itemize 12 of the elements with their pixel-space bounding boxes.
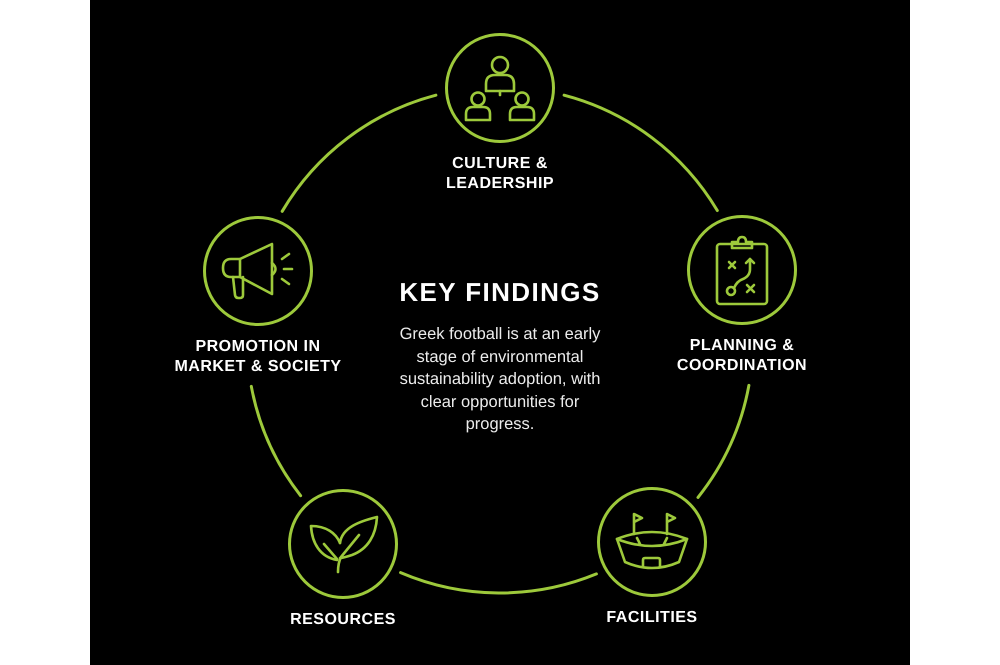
connector-arc <box>399 571 598 594</box>
connector-arc <box>250 384 302 498</box>
node-label: PROMOTION IN MARKET & SOCIETY <box>173 337 343 377</box>
node-label: RESOURCES <box>290 610 396 630</box>
node-label: CULTURE & LEADERSHIP <box>444 154 556 194</box>
description-text: Greek football is at an early stage of environmental sustainability adoption, with clear opportunities for progress. <box>398 324 602 435</box>
connector-arc <box>562 94 719 212</box>
heading: KEY FINDINGS <box>399 276 601 308</box>
node-label: PLANNING & COORDINATION <box>676 336 808 376</box>
connector-arc <box>696 384 750 499</box>
node-label: FACILITIES <box>606 608 698 628</box>
connector-arc <box>280 94 438 213</box>
